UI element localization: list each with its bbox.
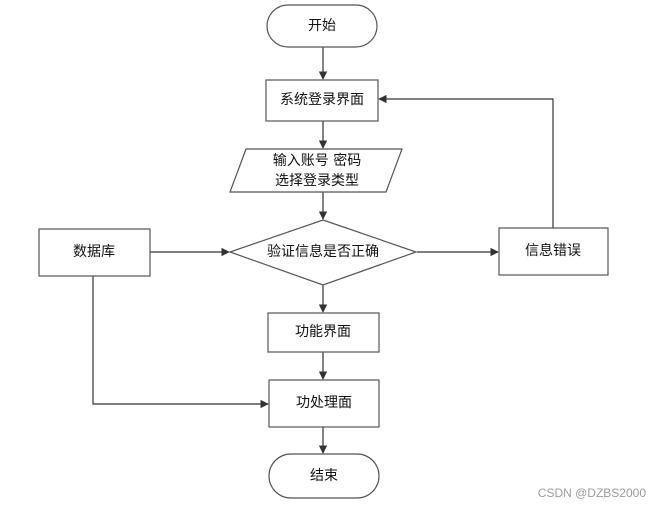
edges xyxy=(92,47,554,454)
process-page-label: 功处理面 xyxy=(296,395,352,411)
node-verify: 验证信息是否正确 xyxy=(228,219,418,286)
edge-database-process xyxy=(92,276,269,409)
database-label: 数据库 xyxy=(73,244,115,260)
process-page-box xyxy=(268,379,380,428)
node-process-page: 功处理面 xyxy=(268,379,380,428)
node-start: 开始 xyxy=(266,4,378,48)
function-page-box xyxy=(267,312,380,353)
start-terminator xyxy=(266,4,378,48)
node-info-error: 信息错误 xyxy=(498,227,609,276)
function-page-label: 功能界面 xyxy=(295,324,351,340)
verify-diamond xyxy=(228,219,418,286)
login-page-box xyxy=(265,79,379,122)
verify-label: 验证信息是否正确 xyxy=(267,243,379,260)
watermark: CSDN @DZBS2000 xyxy=(538,486,647,500)
input-parallelogram xyxy=(229,148,403,193)
end-terminator xyxy=(268,453,380,499)
info-error-box xyxy=(498,227,609,276)
start-label: 开始 xyxy=(308,18,336,34)
node-login-page: 系统登录界面 xyxy=(265,79,379,122)
info-error-label: 信息错误 xyxy=(525,242,581,259)
node-database: 数据库 xyxy=(38,228,151,277)
node-end: 结束 xyxy=(268,453,380,499)
input-label-line1: 输入账号 密码 xyxy=(273,152,361,169)
database-box xyxy=(38,228,151,277)
edge-error-login xyxy=(378,94,554,228)
node-function-page: 功能界面 xyxy=(267,312,380,353)
node-input: 输入账号 密码 选择登录类型 xyxy=(229,148,403,193)
input-label-line2: 选择登录类型 xyxy=(275,173,359,189)
end-label: 结束 xyxy=(310,468,338,484)
login-page-label: 系统登录界面 xyxy=(280,92,364,108)
